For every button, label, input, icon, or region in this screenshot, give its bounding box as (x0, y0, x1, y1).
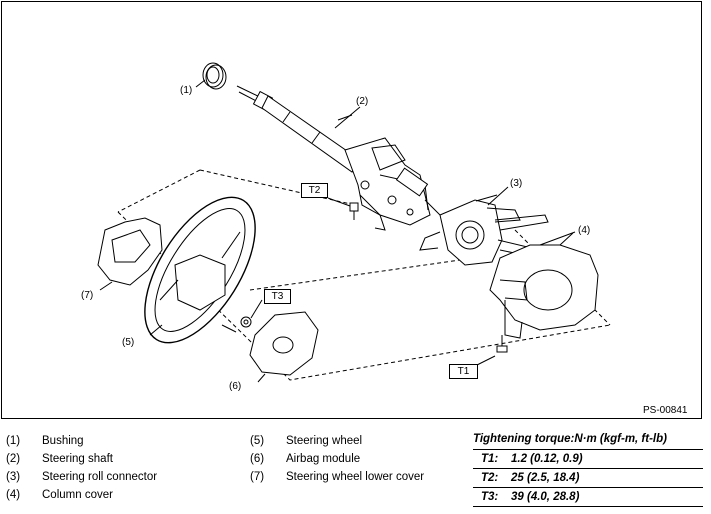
legend-name: Steering wheel lower cover (286, 471, 425, 483)
t3-label-box: T3 (264, 289, 291, 304)
torque-key: T2: (481, 472, 499, 484)
torque-value: 25 (2.5, 18.4) (511, 472, 580, 484)
bushing-part (195, 62, 227, 90)
legend-item: (3) Steering roll connector (6, 468, 157, 486)
steering-shaft-part (236, 85, 441, 231)
torque-key: T3: (481, 491, 499, 503)
t2-label-box: T2 (301, 183, 328, 198)
legend-name: Steering wheel (286, 435, 363, 447)
legend-item: (5) Steering wheel (250, 432, 424, 450)
callout-3-label: (3) (510, 178, 523, 189)
t2-bolt (327, 197, 359, 220)
figure-id: PS-00841 (643, 405, 688, 416)
callout-7-label: (7) (81, 290, 94, 301)
steering-roll-connector-part (419, 194, 549, 266)
legend-name: Steering roll connector (42, 471, 158, 483)
callout-5-label: (5) (122, 337, 135, 348)
legend-item: (2) Steering shaft (6, 450, 157, 468)
steering-wheel-part (144, 196, 256, 344)
t1-screw (474, 335, 508, 367)
legend-item: (1) Bushing (6, 432, 157, 450)
torque-value: 39 (4.0, 28.8) (511, 491, 580, 503)
legend-num: (4) (6, 489, 21, 501)
legend-num: (1) (6, 435, 21, 447)
legend-right: (5) Steering wheel (6) Airbag module (7) St… (250, 432, 424, 486)
legend-num: (3) (6, 471, 21, 483)
legend-num: (5) (250, 435, 265, 447)
legend-num: (2) (6, 453, 21, 465)
callout-2-label: (2) (356, 96, 369, 107)
torque-table: Tightening torque:N·m (kgf-m, ft-lb) T1:… (473, 430, 703, 507)
legend-left: (1) Bushing (2) Steering shaft (3) Steering… (6, 432, 157, 504)
torque-value: 1.2 (0.12, 0.9) (511, 453, 583, 465)
legend-item: (4) Column cover (6, 486, 157, 504)
torque-row: T1: 1.2 (0.12, 0.9) (473, 450, 703, 469)
torque-key: T1: (481, 453, 499, 465)
diagram-frame (1, 1, 702, 419)
torque-row: T3: 39 (4.0, 28.8) (473, 488, 703, 507)
legend-num: (6) (250, 453, 265, 465)
t1-label-box: T1 (449, 364, 478, 379)
exploded-view-drawing (97, 62, 611, 383)
legend-item: (6) Airbag module (250, 450, 424, 468)
lower-cover-part (97, 217, 163, 291)
column-cover-part (489, 231, 599, 339)
legend-name: Bushing (42, 435, 84, 447)
legend-item: (7) Steering wheel lower cover (250, 468, 424, 486)
legend-name: Airbag module (286, 453, 361, 465)
callout-1-label: (1) (180, 85, 193, 96)
legend-num: (7) (250, 471, 265, 483)
torque-title: Tightening torque:N·m (kgf-m, ft-lb) (473, 430, 703, 450)
callout-6-label: (6) (229, 381, 242, 392)
legend-name: Column cover (42, 489, 113, 501)
t3-nut (240, 299, 263, 328)
airbag-module-part (249, 311, 319, 383)
callout-4-label: (4) (578, 225, 591, 236)
torque-row: T2: 25 (2.5, 18.4) (473, 469, 703, 488)
legend-name: Steering shaft (42, 453, 113, 465)
